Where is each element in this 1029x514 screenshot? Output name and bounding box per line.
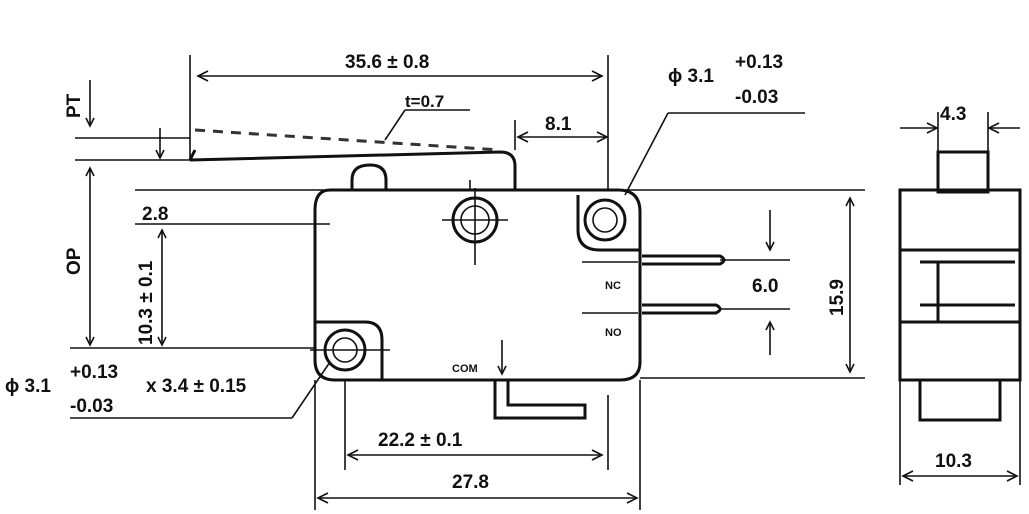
no-label: NO <box>605 327 622 339</box>
com-label: COM <box>452 363 478 375</box>
hole-top-dia-label: ϕ 3.1 <box>668 66 714 87</box>
lever-offset-label: 8.1 <box>545 114 572 135</box>
dim-22-2-label: 22.2 ± 0.1 <box>378 430 463 451</box>
side-view <box>898 150 1022 422</box>
hole-bot-plus-label: +0.13 <box>70 362 118 383</box>
lever-thickness-label: t=0.7 <box>405 92 444 111</box>
side-width-top-label: 4.3 <box>940 104 966 125</box>
switch-body <box>313 163 642 382</box>
hole-bot-minus-label: -0.03 <box>70 396 113 417</box>
mounting-hole-bottom-left <box>310 320 390 380</box>
lever <box>188 128 517 190</box>
hole-bot-dia-label: ϕ 3.1 <box>5 376 51 397</box>
mounting-hole-center <box>442 188 508 265</box>
side-width-bottom-label: 10.3 <box>935 451 972 472</box>
hole-top-plus-label: +0.13 <box>735 52 783 73</box>
dim-27-8-label: 27.8 <box>452 472 489 493</box>
height-label: 15.9 <box>827 279 848 316</box>
op-label: OP <box>64 247 85 275</box>
dim-10-3-label: 10.3 ± 0.1 <box>136 260 157 345</box>
terminal-pitch-label: 6.0 <box>752 276 778 297</box>
hole-top-minus-label: -0.03 <box>735 87 778 108</box>
mounting-hole-top-right <box>576 195 640 252</box>
dim-2-8-label: 2.8 <box>142 204 168 225</box>
pt-label: PT <box>64 93 85 118</box>
overall-length-label: 35.6 ± 0.8 <box>345 52 429 73</box>
nc-label: NC <box>605 280 621 292</box>
hole-bot-x-label: x 3.4 ± 0.15 <box>146 376 247 397</box>
